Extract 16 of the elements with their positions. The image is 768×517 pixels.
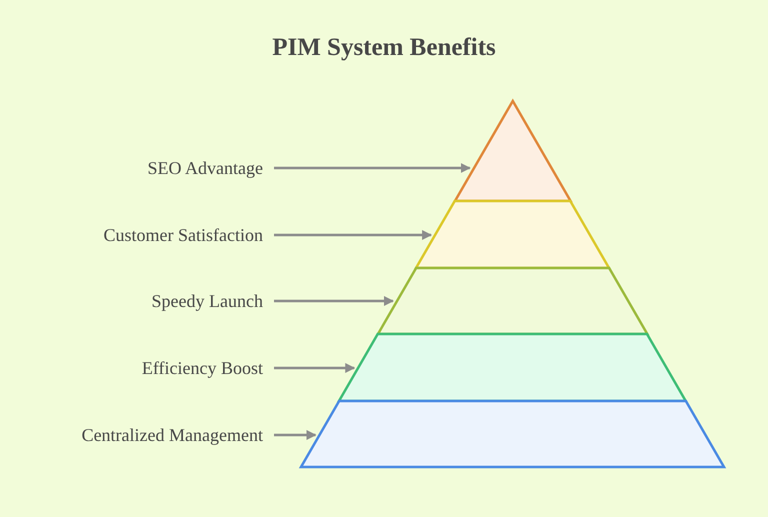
- pyramid-apex: [454, 101, 570, 201]
- arrow: [274, 230, 432, 240]
- benefit-label: Speedy Launch: [152, 290, 263, 312]
- pyramid-layer: [301, 401, 724, 467]
- pyramid-layer: [339, 334, 686, 401]
- benefit-label: SEO Advantage: [148, 157, 263, 179]
- pyramid-layer: [378, 268, 648, 334]
- arrow: [274, 430, 316, 440]
- arrow: [274, 296, 394, 306]
- diagram-title: PIM System Benefits: [271, 34, 497, 62]
- arrow: [274, 163, 471, 173]
- pyramid-layer: [416, 201, 609, 268]
- arrow: [274, 363, 356, 373]
- benefit-label: Efficiency Boost: [142, 357, 263, 379]
- benefit-label: Centralized Management: [82, 424, 263, 446]
- benefit-label: Customer Satisfaction: [104, 224, 263, 246]
